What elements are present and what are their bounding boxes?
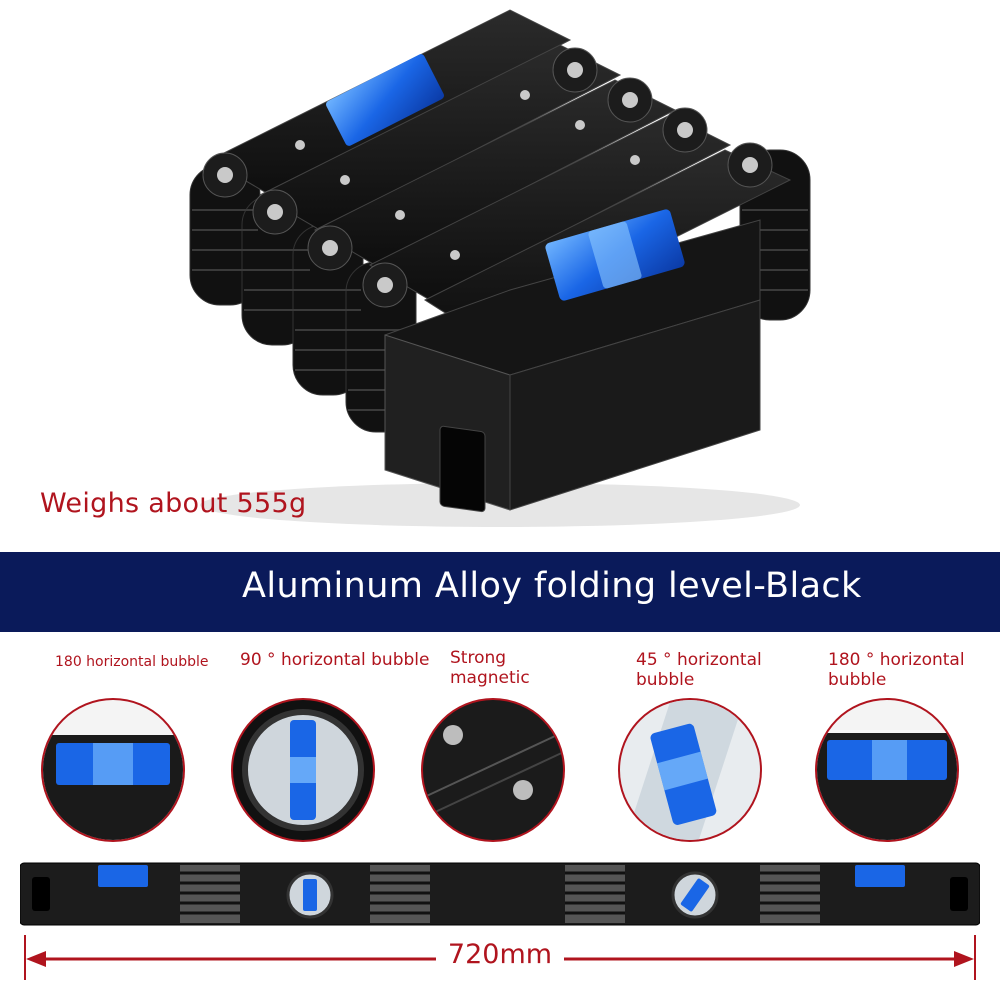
folded-level-product-image xyxy=(189,9,811,527)
feature-label-1: 180 horizontal bubble xyxy=(55,654,209,670)
feature-label-4: 45 ° horizontal bubble xyxy=(636,650,762,690)
feature-label-5: 180 ° horizontal bubble xyxy=(828,650,965,690)
feature-label-2: 90 ° horizontal bubble xyxy=(240,650,430,670)
detail-magnet-image xyxy=(421,698,565,842)
dimension-label: 720mm xyxy=(435,939,565,970)
detail-90-bubble-image xyxy=(231,698,375,842)
weight-caption: Weighs about 555g xyxy=(40,488,307,519)
detail-180-degree-bubble-image xyxy=(815,698,959,842)
dimension-label-wrap: 720mm xyxy=(20,935,980,985)
title-banner: Aluminum Alloy folding level-Black xyxy=(0,552,1000,632)
detail-180-bubble-image xyxy=(41,698,185,842)
banner-title: Aluminum Alloy folding level-Black xyxy=(242,566,862,606)
feature-label-3: Strong magnetic xyxy=(450,648,530,688)
unfolded-level-image xyxy=(20,862,980,926)
detail-45-bubble-image xyxy=(618,698,762,842)
